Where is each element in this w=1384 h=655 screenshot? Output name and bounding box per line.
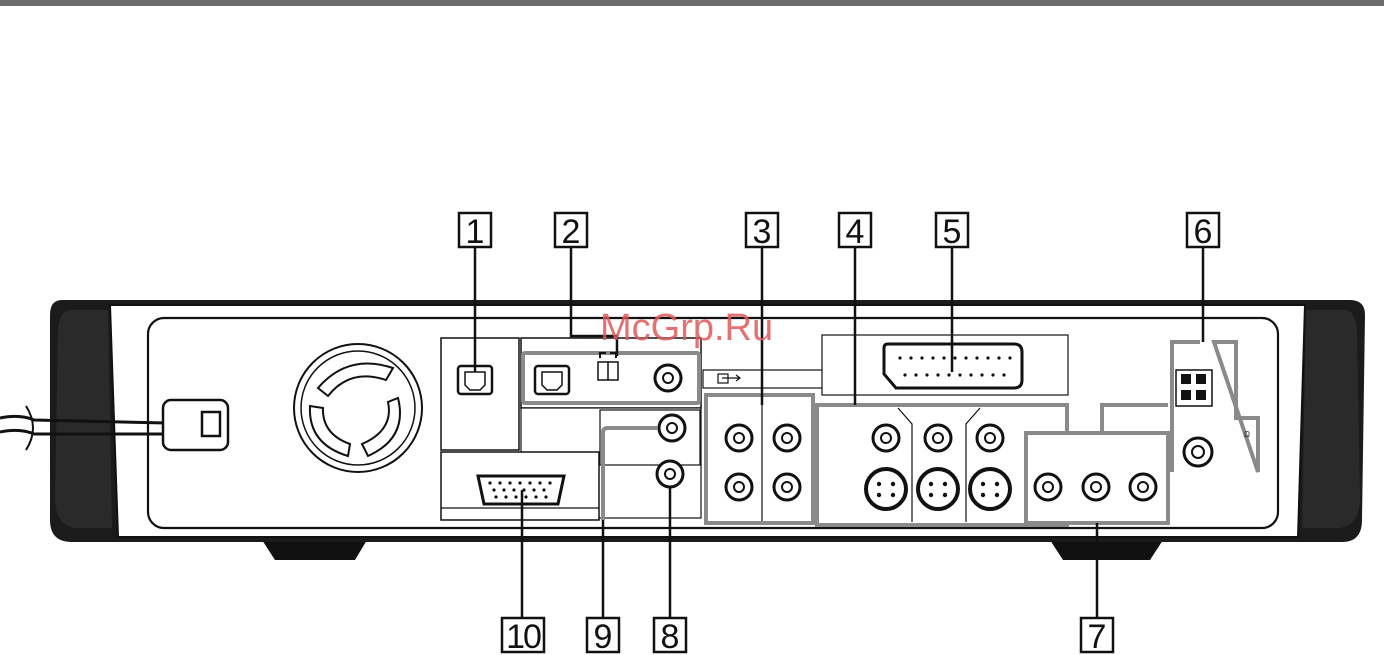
right-foot xyxy=(1050,540,1163,560)
callout-6: 6 xyxy=(1187,213,1219,251)
callout-label-6: 6 xyxy=(1194,213,1213,251)
callout-4: 4 xyxy=(839,213,871,251)
callout-label-7: 7 xyxy=(1088,618,1107,655)
callout-label-9: 9 xyxy=(594,618,613,655)
callout-1: 1 xyxy=(459,213,491,251)
rca-jacks-group-3 xyxy=(706,395,813,523)
callout-5: 5 xyxy=(936,213,968,251)
callout-10: 10 xyxy=(502,618,544,655)
cooling-fan xyxy=(294,344,422,472)
callout-7: 7 xyxy=(1081,618,1113,655)
callout-8: 8 xyxy=(654,618,686,655)
callout-label-5: 5 xyxy=(943,213,962,251)
callout-label-3: 3 xyxy=(753,213,772,251)
d-sub-connector-10 xyxy=(441,452,599,520)
ohm-mark: Ω xyxy=(1244,430,1250,439)
callout-label-10: 10 xyxy=(506,618,541,655)
watermark: McGrp.Ru xyxy=(600,307,773,349)
callout-2: 2 xyxy=(555,213,587,251)
scart-connector-5 xyxy=(822,335,1068,395)
left-foot xyxy=(262,540,367,560)
optical-digital-out-1 xyxy=(441,338,519,450)
callout-9: 9 xyxy=(587,618,619,655)
callout-3: 3 xyxy=(746,213,778,251)
callout-label-8: 8 xyxy=(661,618,680,655)
callout-label-1: 1 xyxy=(466,213,485,251)
video-out-label-strip xyxy=(703,370,825,388)
callout-label-2: 2 xyxy=(562,213,581,251)
callout-label-4: 4 xyxy=(846,213,865,251)
